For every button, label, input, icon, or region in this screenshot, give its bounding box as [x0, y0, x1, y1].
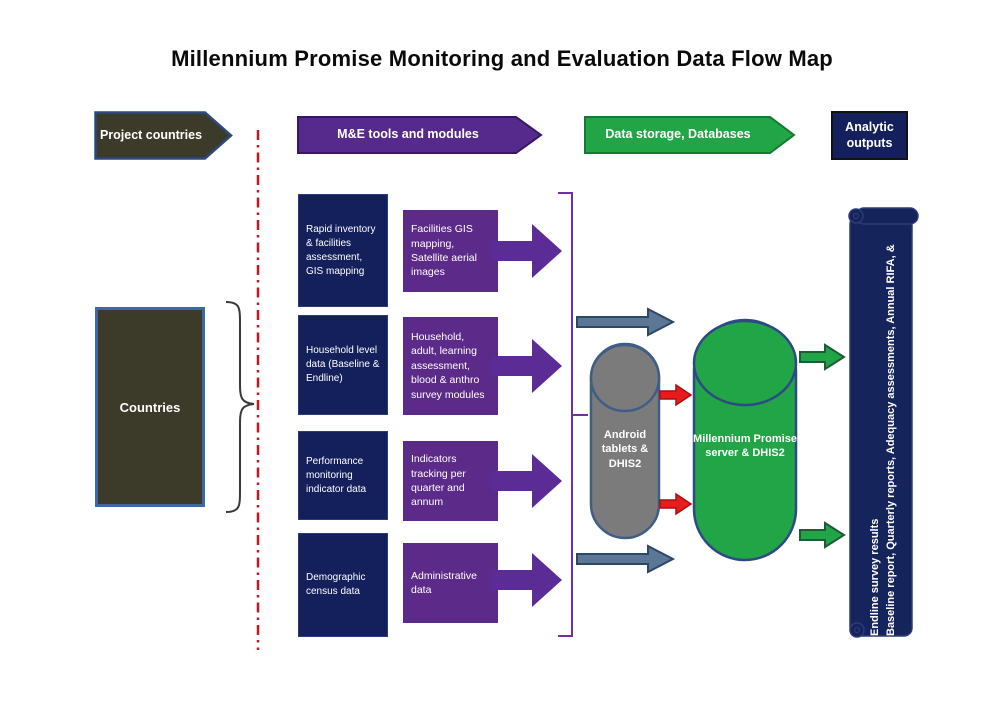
phase-divider-line	[256, 130, 260, 650]
sync-arrow-top	[659, 383, 693, 407]
outputs-scroll-text: Baseline report, Quarterly reports, Adeq…	[863, 212, 903, 640]
storage-header-shape	[584, 116, 796, 154]
module-box-administrative-data: Administrative data	[403, 543, 498, 623]
source-box-household-data: Household level data (Baseline & Endline…	[298, 315, 388, 415]
output-arrow-bottom	[799, 521, 846, 549]
outputs-scroll-line2: Endline survey results	[869, 518, 881, 636]
flow-arrow-row3	[492, 454, 562, 508]
storage-header: Data storage, Databases	[605, 127, 751, 142]
flow-arrow-row1	[492, 224, 562, 278]
project-countries-header-shape	[94, 111, 233, 160]
tools-header-shape	[297, 116, 543, 154]
source-box-demographic-census: Demographic census data	[298, 533, 388, 637]
sync-arrow-bottom	[659, 492, 693, 516]
diagram-title: Millennium Promise Monitoring and Evalua…	[171, 46, 833, 71]
mp-server-cylinder-shape	[692, 318, 798, 562]
module-box-gis-mapping: Facilities GIS mapping, Satellite aerial…	[403, 210, 498, 292]
flow-arrow-row4	[492, 553, 562, 607]
collector-bracket	[558, 192, 588, 637]
tools-header: M&E tools and modules	[337, 127, 479, 142]
analytic-outputs-header: Analytic outputs	[831, 111, 908, 160]
outputs-scroll-shape	[848, 207, 919, 638]
bypass-arrow-top	[576, 307, 676, 337]
source-box-rapid-inventory: Rapid inventory & facilities assessment,…	[298, 194, 388, 307]
flow-arrow-row2	[492, 339, 562, 393]
output-arrow-top	[799, 343, 846, 371]
module-box-indicators-tracking: Indicators tracking per quarter and annu…	[403, 441, 498, 521]
mp-server-cylinder: Millennium Promise server & DHIS2	[693, 433, 797, 460]
android-tablets-cylinder: Android tablets & DHIS2	[601, 429, 649, 470]
bypass-arrow-bottom	[576, 544, 676, 574]
outputs-scroll-line1: Baseline report, Quarterly reports, Adeq…	[885, 244, 897, 636]
source-box-performance-indicators: Performance monitoring indicator data	[298, 431, 388, 520]
android-tablets-cylinder-shape	[589, 342, 661, 540]
countries-brace	[225, 301, 255, 513]
countries-box: Countries	[95, 307, 205, 507]
project-countries-header: Project countries	[99, 127, 203, 142]
module-box-survey-modules: Household, adult, learning assessment, b…	[403, 317, 498, 415]
